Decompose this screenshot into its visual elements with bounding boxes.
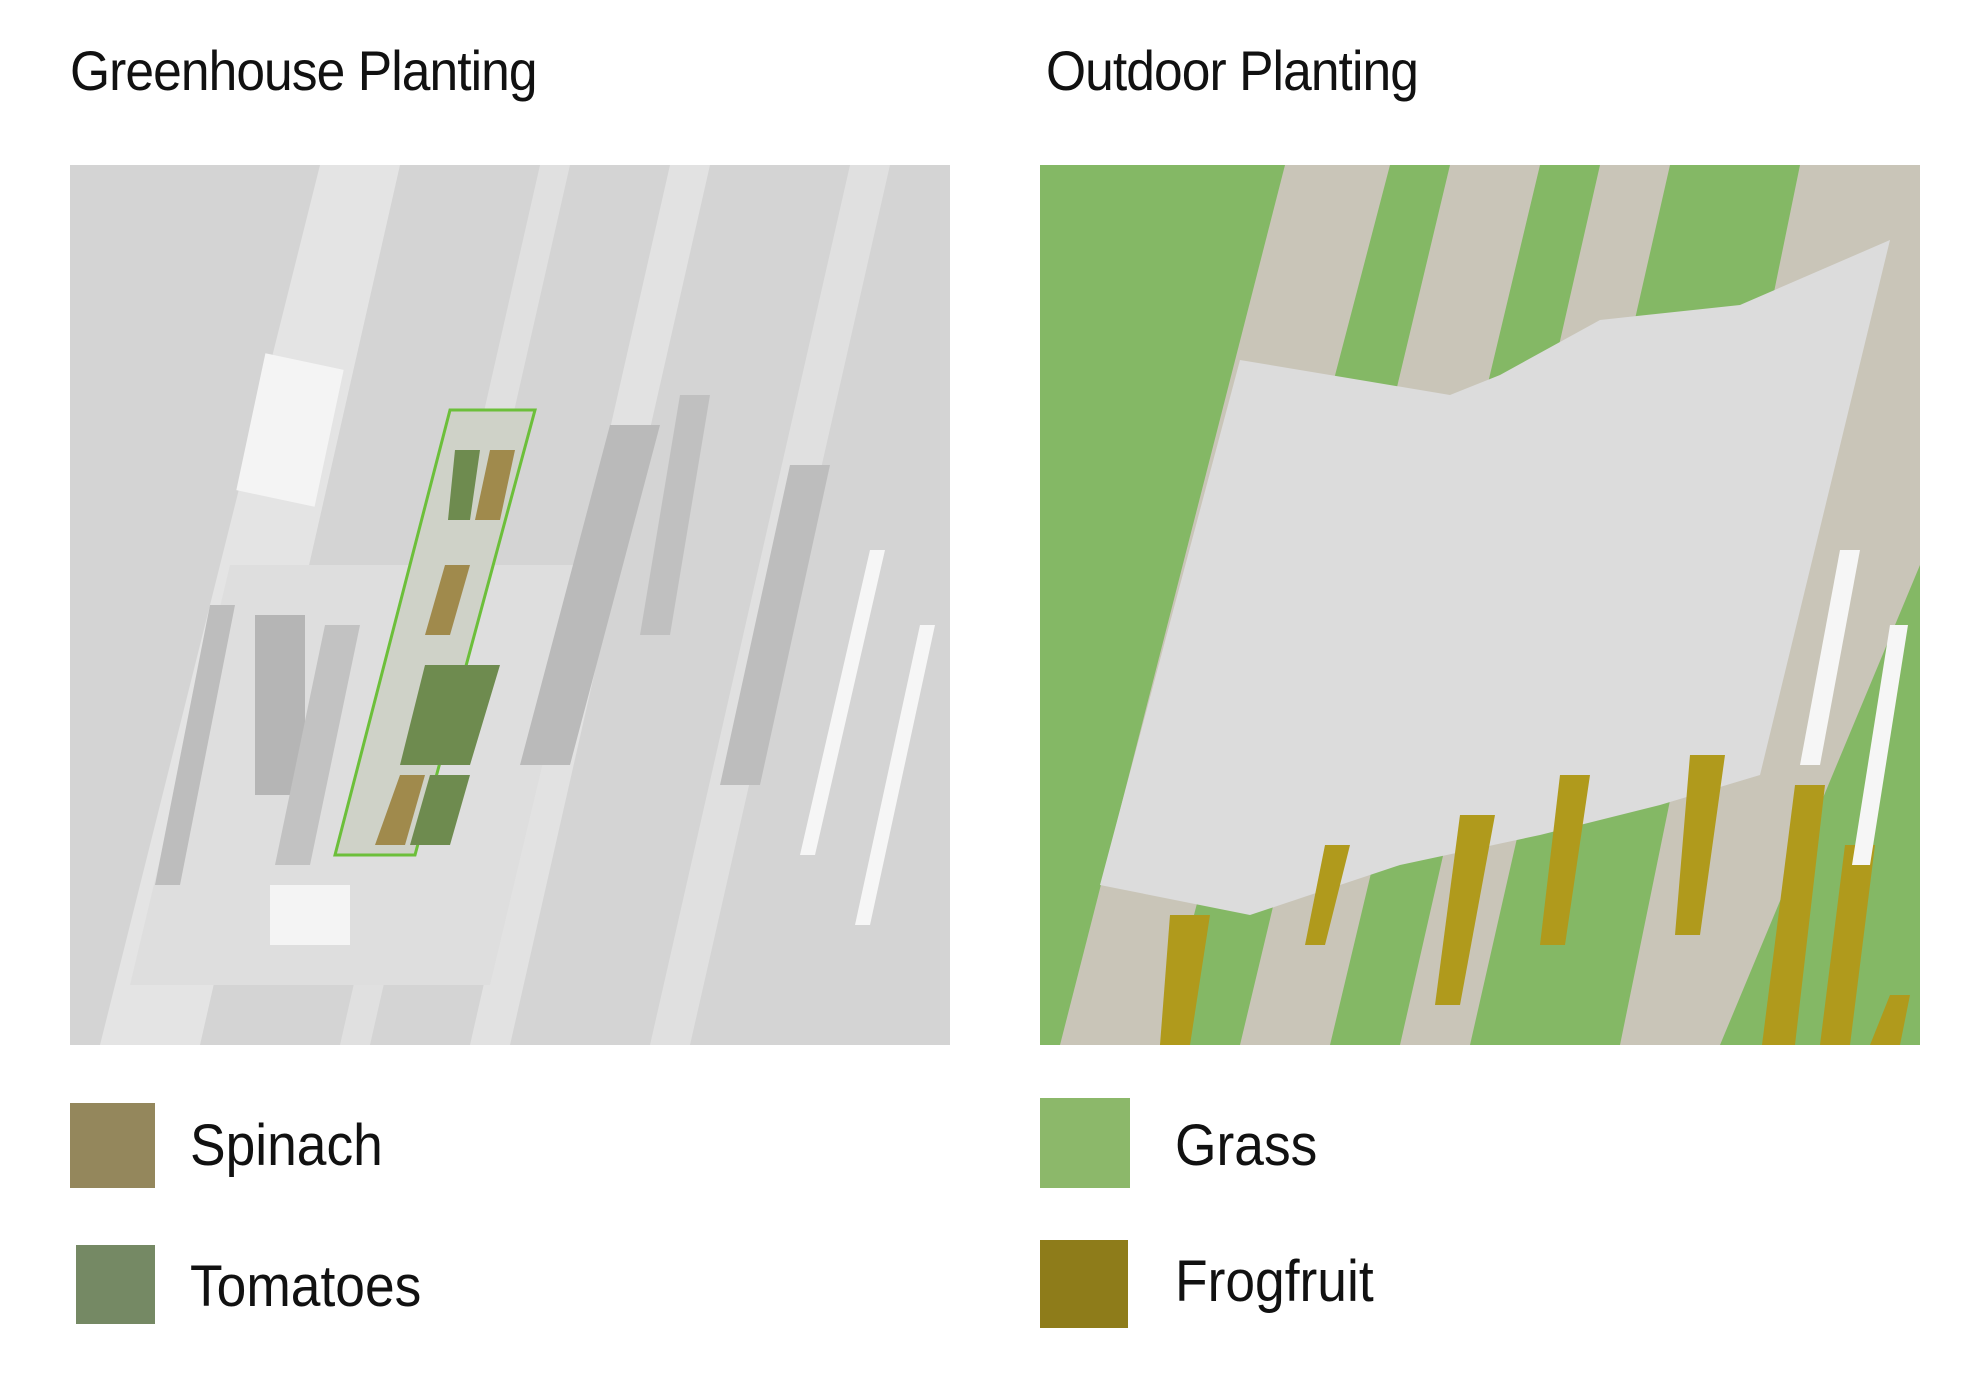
- greenhouse-title: Greenhouse Planting: [70, 39, 538, 102]
- greenhouse-plan: [70, 165, 950, 1045]
- tomatoes-swatch: [76, 1245, 155, 1324]
- frogfruit-label: Frogfruit: [1175, 1249, 1374, 1314]
- outdoor-title: Outdoor Planting: [1046, 39, 1419, 102]
- outdoor-plan: [1040, 165, 1920, 1045]
- spinach-label: Spinach: [190, 1113, 383, 1178]
- greenhouse-plan-drawing: [70, 165, 950, 1045]
- grass-label: Grass: [1175, 1113, 1318, 1178]
- grass-swatch: [1040, 1098, 1130, 1188]
- outdoor-plan-drawing: [1040, 165, 1920, 1045]
- frogfruit-swatch: [1040, 1240, 1128, 1328]
- tomatoes-label: Tomatoes: [190, 1254, 422, 1319]
- spinach-swatch: [70, 1103, 155, 1188]
